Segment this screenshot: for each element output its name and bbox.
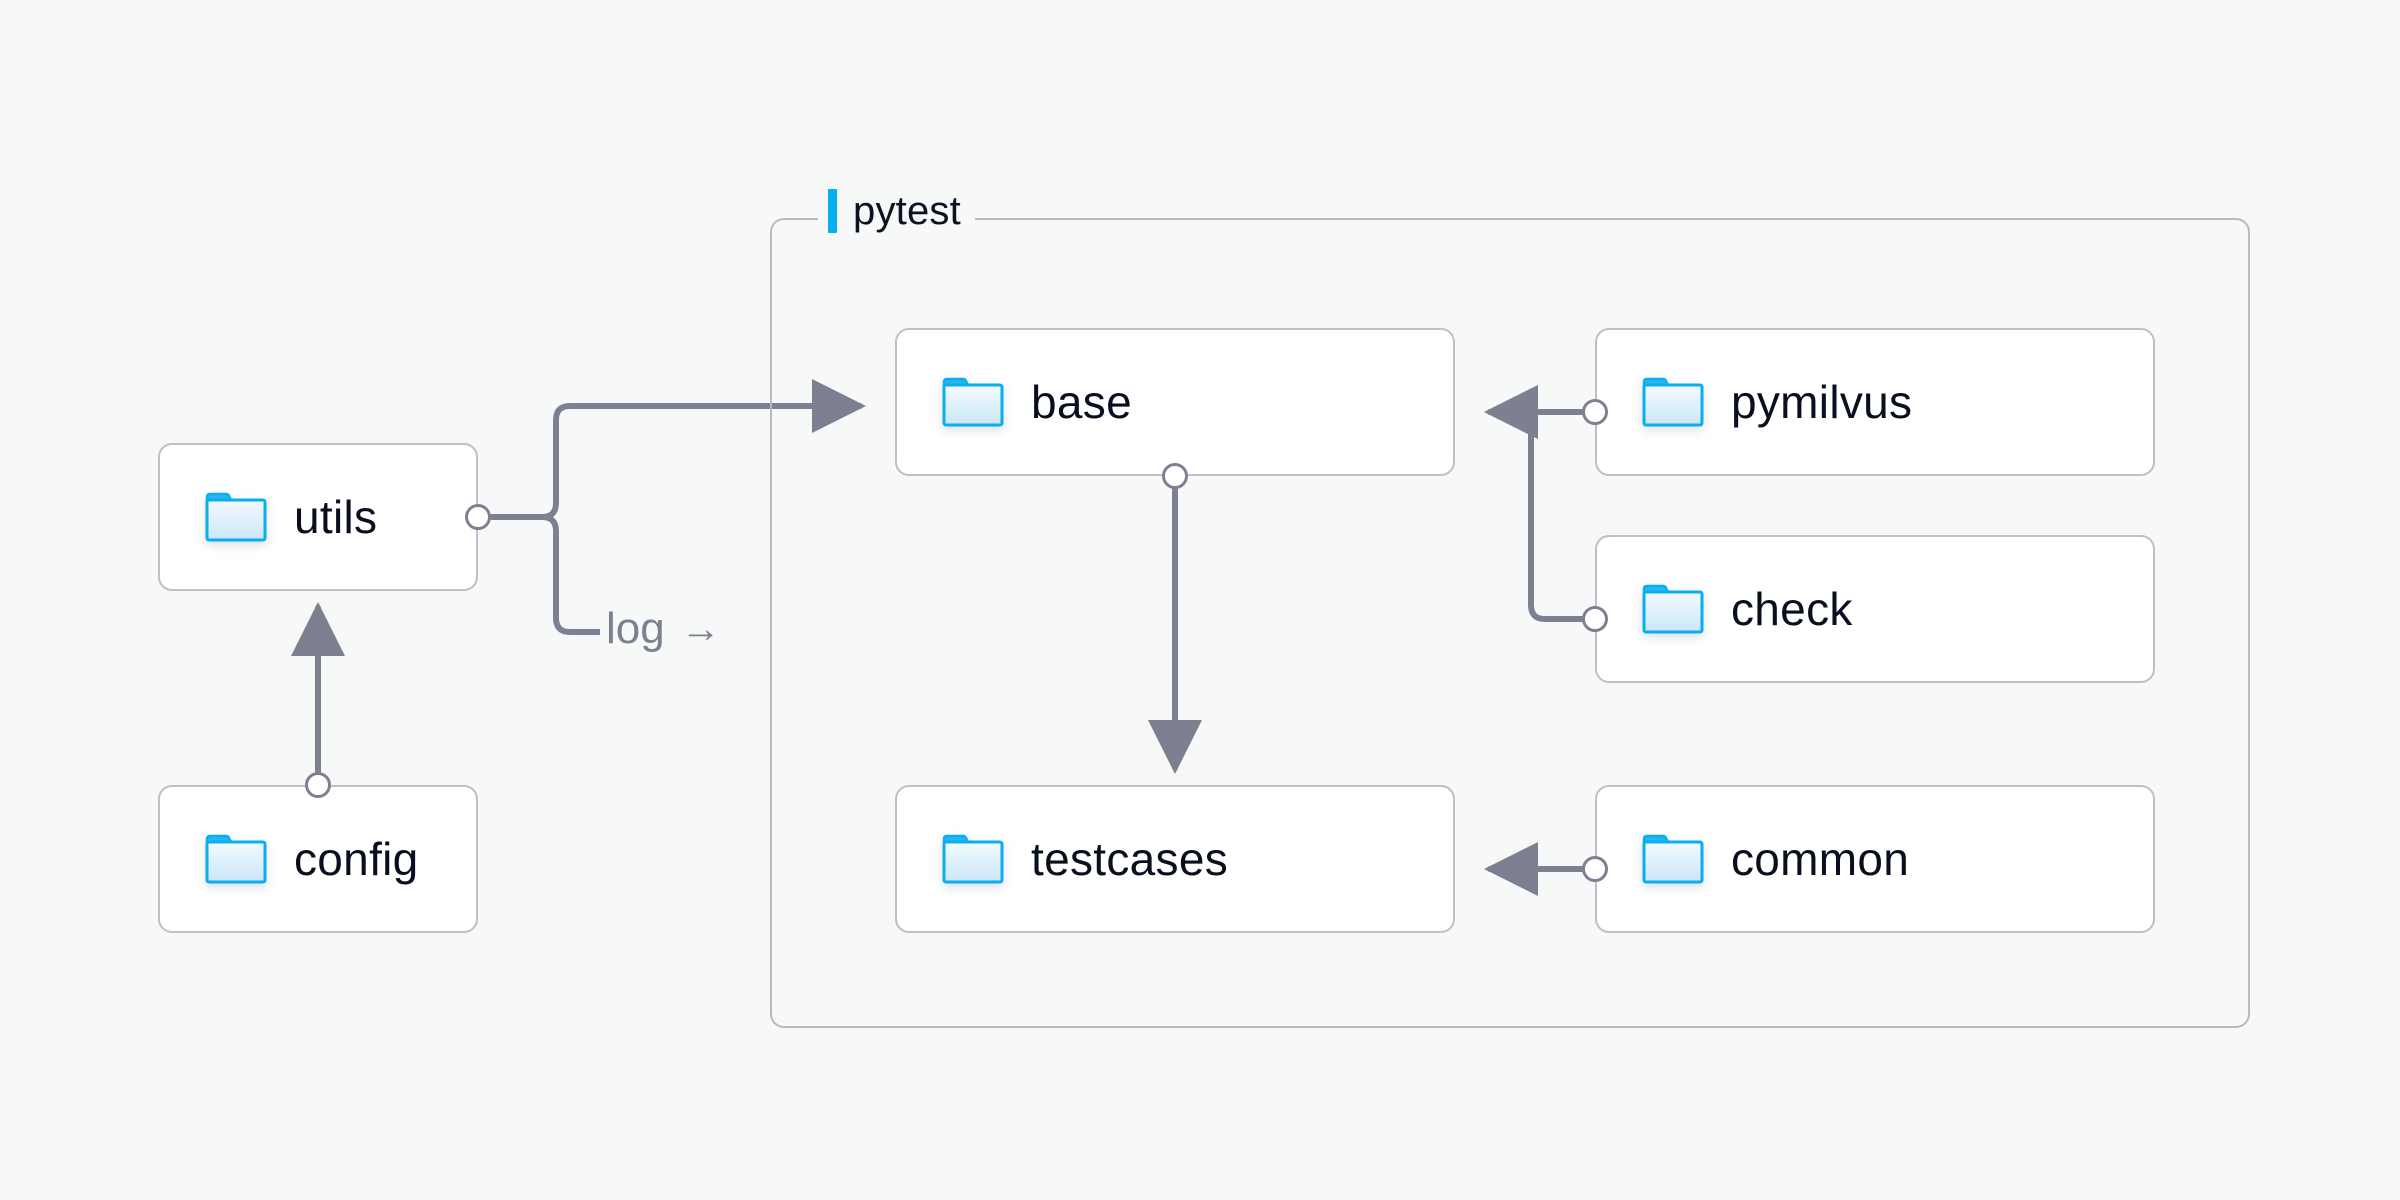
folder-icon xyxy=(1642,584,1704,634)
node-base[interactable]: base xyxy=(895,328,1455,476)
folder-icon xyxy=(942,377,1004,427)
edge-utils-to-log xyxy=(527,514,603,635)
node-check[interactable]: check xyxy=(1595,535,2155,683)
group-accent-bar-icon xyxy=(828,189,837,233)
edge-label-log-text: log xyxy=(606,604,665,653)
port-config-top[interactable] xyxy=(305,772,331,798)
node-label-base: base xyxy=(1031,376,1132,428)
node-label-pymilvus: pymilvus xyxy=(1731,376,1913,428)
node-label-config: config xyxy=(294,833,419,885)
port-utils-right[interactable] xyxy=(465,504,491,530)
node-label-common: common xyxy=(1731,833,1910,885)
group-label-pytest: pytest xyxy=(818,183,975,239)
port-common-left[interactable] xyxy=(1582,856,1608,882)
node-label-testcases: testcases xyxy=(1031,833,1229,885)
folder-icon xyxy=(1642,834,1704,884)
port-base-bottom[interactable] xyxy=(1162,463,1188,489)
group-label-text: pytest xyxy=(853,189,961,233)
folder-icon xyxy=(942,834,1004,884)
arrow-right-icon: → xyxy=(680,607,721,651)
node-utils[interactable]: utils xyxy=(158,443,478,591)
edge-label-log: log → xyxy=(600,605,727,653)
node-config[interactable]: config xyxy=(158,785,478,933)
group-container-pytest[interactable] xyxy=(770,218,2250,1028)
node-label-utils: utils xyxy=(294,491,378,543)
folder-icon xyxy=(205,834,267,884)
folder-icon xyxy=(1642,377,1704,427)
port-pymilvus-left[interactable] xyxy=(1582,399,1608,425)
node-common[interactable]: common xyxy=(1595,785,2155,933)
node-pymilvus[interactable]: pymilvus xyxy=(1595,328,2155,476)
node-label-check: check xyxy=(1731,583,1853,635)
node-testcases[interactable]: testcases xyxy=(895,785,1455,933)
port-check-left[interactable] xyxy=(1582,606,1608,632)
folder-icon xyxy=(205,492,267,542)
